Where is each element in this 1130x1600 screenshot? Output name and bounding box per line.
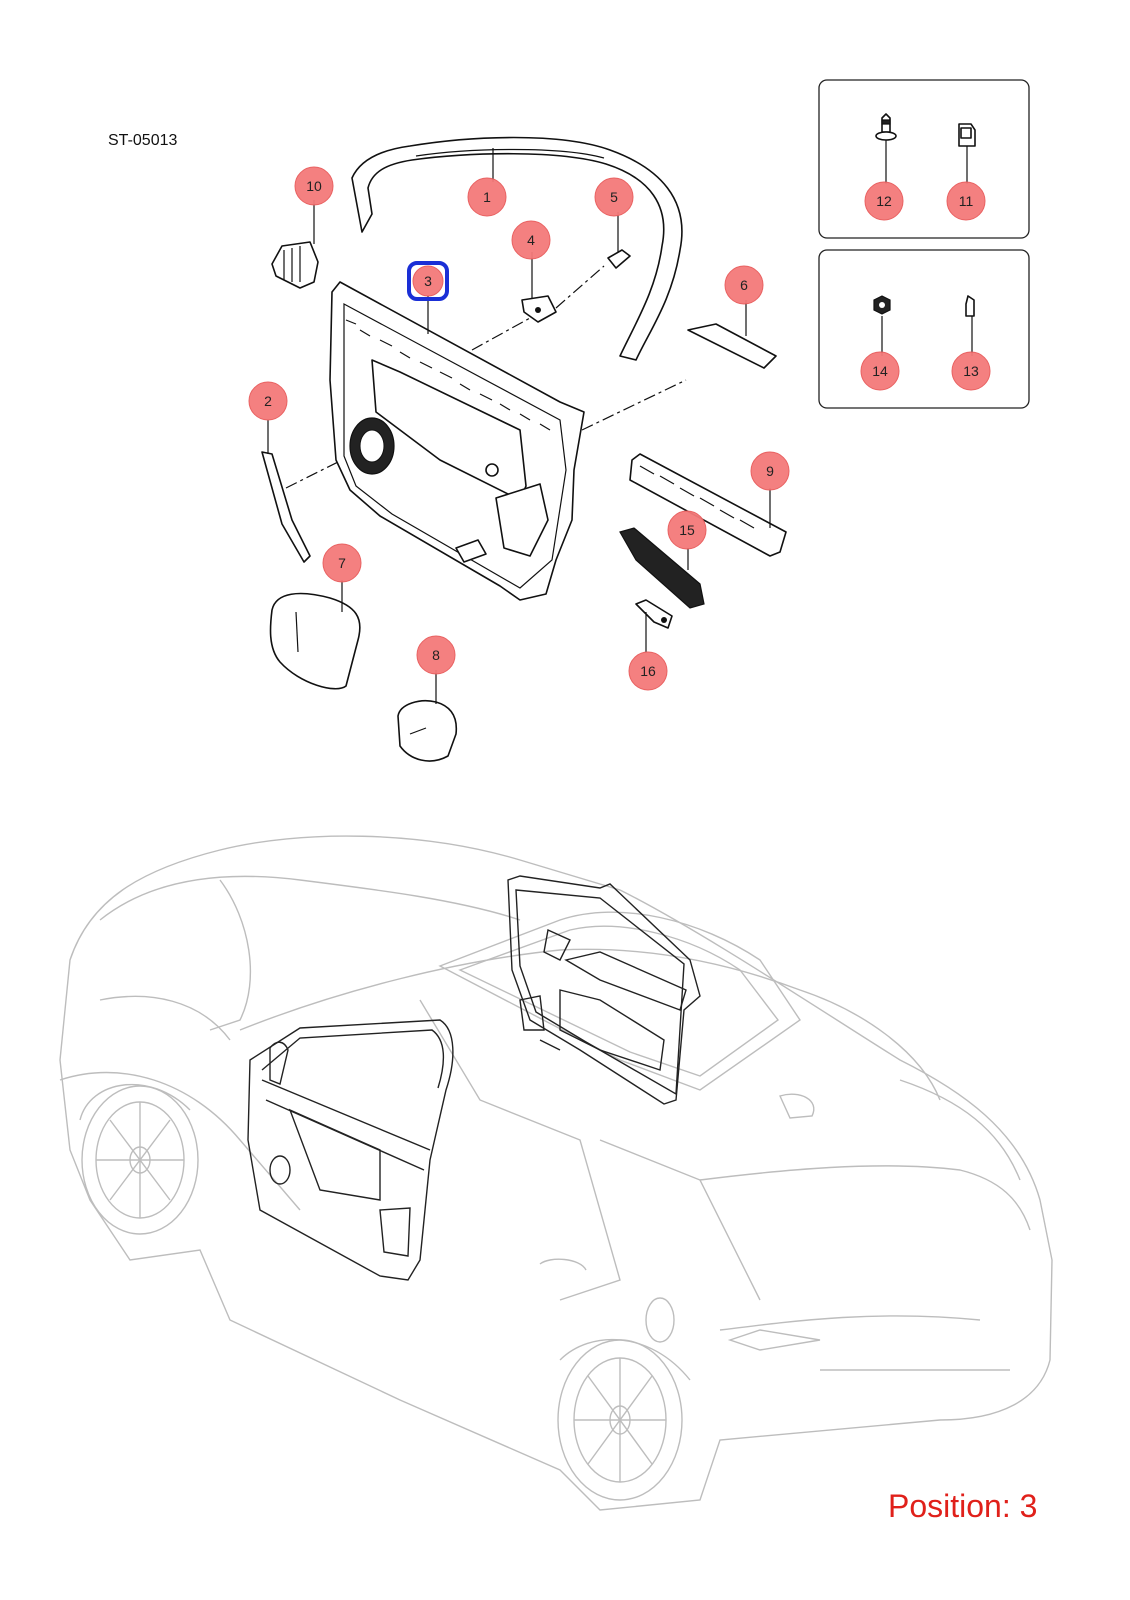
part-4-bracket[interactable]	[521, 252, 557, 323]
callout-1[interactable]: 1	[467, 177, 507, 217]
svg-text:4: 4	[527, 232, 535, 248]
svg-text:10: 10	[306, 178, 322, 194]
svg-text:7: 7	[338, 555, 346, 571]
callout-8[interactable]: 8	[416, 635, 456, 675]
align-line-3-6	[581, 379, 687, 431]
svg-text:14: 14	[872, 363, 888, 379]
svg-text:1: 1	[483, 189, 491, 205]
vehicle-locator	[59, 835, 1053, 1511]
align-line-3-4	[471, 317, 531, 351]
part-8-pad[interactable]	[397, 670, 458, 762]
part-16-bracket[interactable]	[635, 599, 673, 652]
svg-text:13: 13	[963, 363, 979, 379]
part-11-clip[interactable]	[958, 123, 976, 184]
part-1-frame-moulding[interactable]	[351, 136, 683, 361]
svg-text:16: 16	[640, 663, 656, 679]
svg-text:12: 12	[876, 193, 892, 209]
part-9-armrest-trim[interactable]	[629, 453, 787, 557]
callout-9[interactable]: 9	[750, 451, 790, 491]
part-12-push-pin[interactable]	[875, 113, 897, 184]
part-15-switch-bezel[interactable]	[619, 527, 705, 609]
callout-16[interactable]: 16	[628, 651, 668, 691]
diagram-code: ST-05013	[108, 132, 178, 149]
callout-3-selected[interactable]: 3	[407, 261, 449, 301]
part-5-clip[interactable]	[607, 212, 631, 269]
callout-13[interactable]: 13	[951, 351, 991, 391]
callout-10[interactable]: 10	[294, 166, 334, 206]
part-6-seal-strip[interactable]	[687, 300, 777, 369]
vehicle-front-door	[247, 1019, 454, 1281]
svg-text:11: 11	[959, 193, 974, 209]
vehicle-open-door-panel	[507, 875, 701, 1105]
part-10-bracket[interactable]	[271, 200, 319, 289]
callout-7[interactable]: 7	[322, 543, 362, 583]
align-line-4-5	[555, 265, 605, 309]
callout-15[interactable]: 15	[667, 510, 707, 550]
part-14-nut[interactable]	[873, 295, 891, 356]
callout-6[interactable]: 6	[724, 265, 764, 305]
svg-text:6: 6	[740, 277, 748, 293]
selected-highlight	[407, 261, 449, 301]
part-7-insulation-pad[interactable]	[269, 580, 361, 690]
callout-5[interactable]: 5	[594, 177, 634, 217]
callout-14[interactable]: 14	[860, 351, 900, 391]
callout-12[interactable]: 12	[864, 181, 904, 221]
svg-text:15: 15	[679, 522, 695, 538]
part-13-clip[interactable]	[965, 295, 975, 356]
position-label: Position: 3	[888, 1488, 1038, 1524]
svg-text:8: 8	[432, 647, 440, 663]
part-2-seal[interactable]	[261, 420, 311, 563]
svg-text:2: 2	[264, 393, 272, 409]
callout-2[interactable]: 2	[248, 381, 288, 421]
svg-text:5: 5	[610, 189, 618, 205]
fastener-box-upper	[818, 79, 1030, 239]
svg-text:9: 9	[766, 463, 774, 479]
svg-text:3: 3	[424, 273, 432, 289]
fastener-box-lower	[818, 249, 1030, 409]
part-3-door-trim-panel[interactable]	[329, 281, 585, 601]
callout-4[interactable]: 4	[511, 220, 551, 260]
callout-11[interactable]: 11	[946, 181, 986, 221]
